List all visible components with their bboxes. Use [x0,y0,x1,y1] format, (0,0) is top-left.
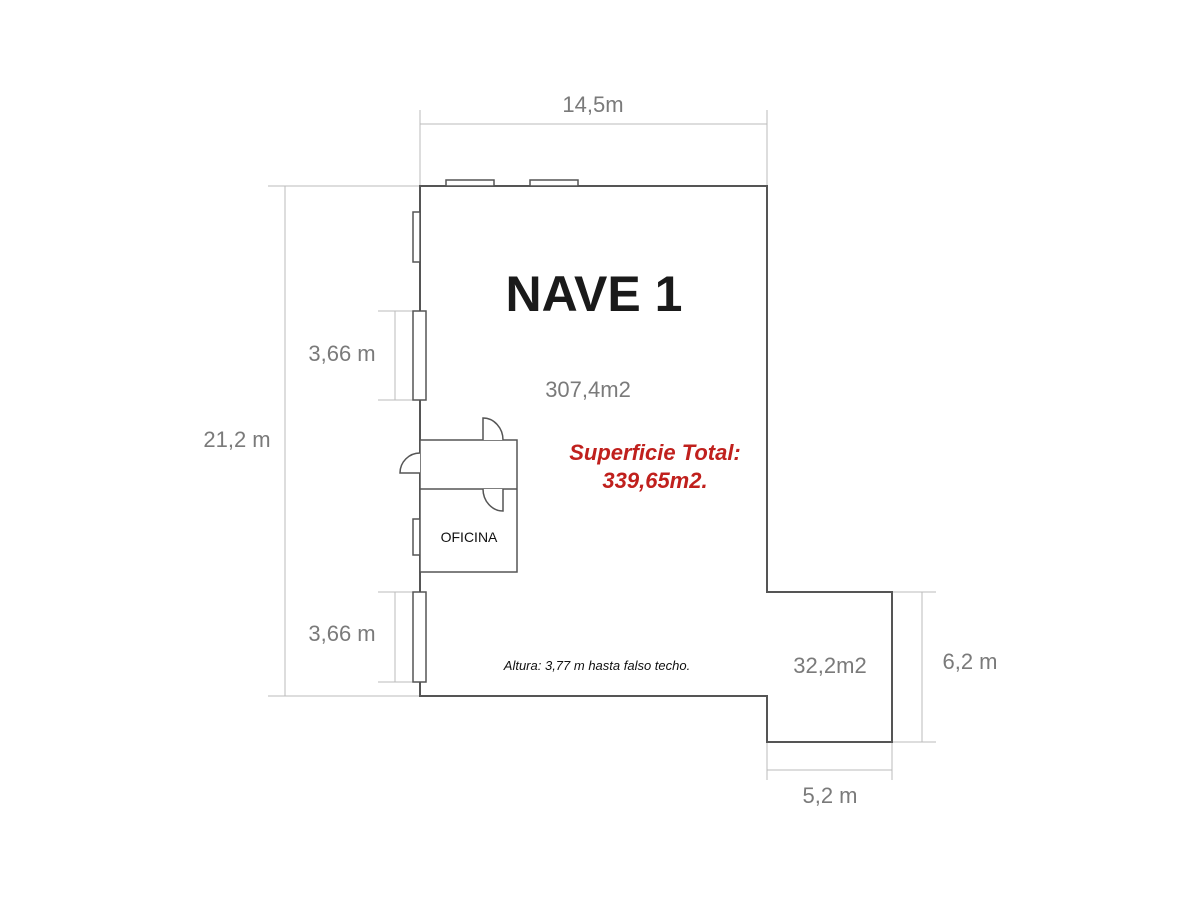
dimension-lines [268,110,936,780]
annex-area: 32,2m2 [793,653,866,678]
dim-window-lower: 3,66 m [308,621,375,646]
dim-window-upper: 3,66 m [308,341,375,366]
dim-annex-height: 6,2 m [942,649,997,674]
windows [412,179,579,683]
window-left-upper [412,310,427,401]
door-left-icon [399,452,421,474]
height-note: Altura: 3,77 m hasta falso techo. [503,658,690,673]
plan-title: NAVE 1 [506,266,683,322]
total-area-label: Superficie Total: [569,440,741,465]
building-outline [419,185,893,743]
window-top-1 [445,179,495,187]
door-top-icon [482,417,504,441]
total-area-value: 339,65m2. [602,468,707,493]
office [399,417,518,573]
window-office [412,518,421,556]
office-label: OFICINA [441,529,498,545]
dim-width-top: 14,5m [562,92,623,117]
dim-annex-width: 5,2 m [802,783,857,808]
window-left-lower [412,591,427,683]
window-left-1 [412,211,421,263]
dim-height-left: 21,2 m [203,427,270,452]
door-office-icon [482,488,504,512]
main-area: 307,4m2 [545,377,631,402]
window-top-2 [529,179,579,187]
